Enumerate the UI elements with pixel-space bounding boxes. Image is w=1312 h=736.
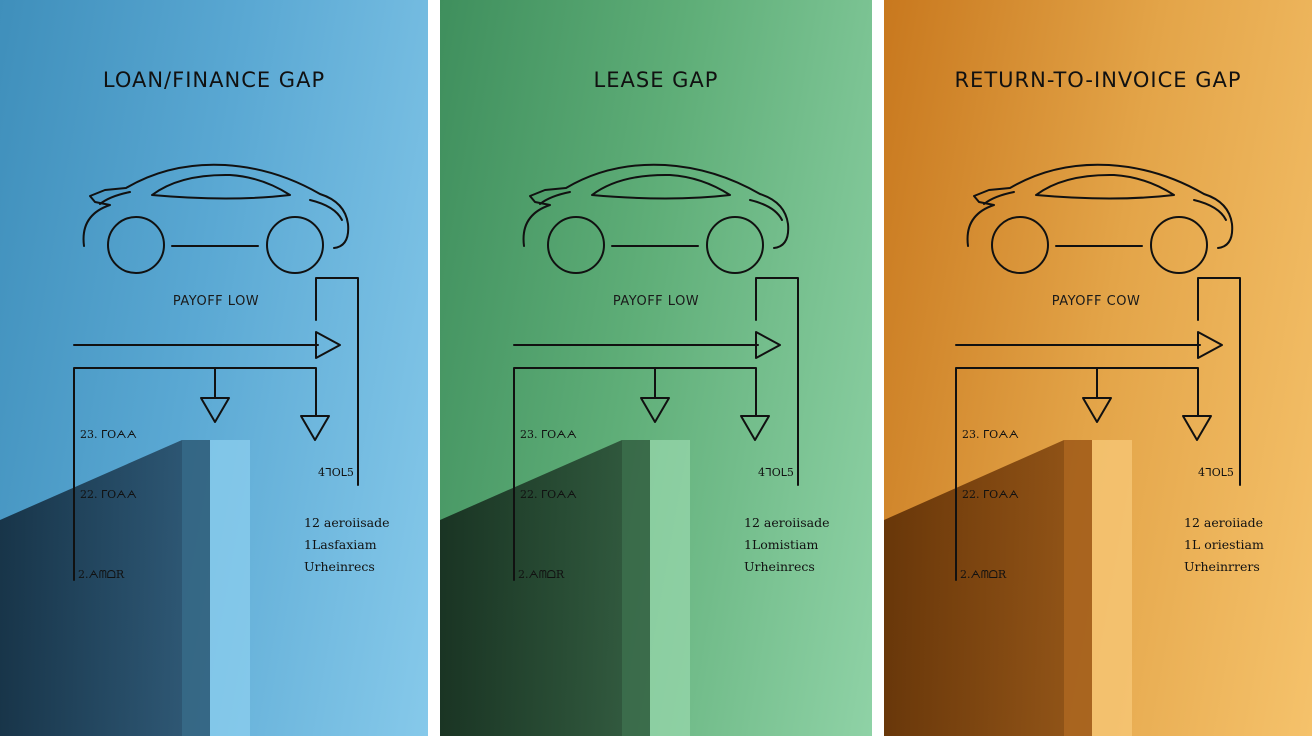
- panel-title: RETURN-TO-INVOICE GAP: [954, 68, 1242, 92]
- right-value: 4ᒣOᒪ5: [758, 466, 794, 479]
- note-line: Urheinrrers: [1184, 559, 1260, 574]
- left-label-bottom: 2.ᗅᗰᗝR: [78, 568, 125, 581]
- left-label-bottom: 2.ᗅᗰᗝR: [518, 568, 565, 581]
- right-value: 4ᒣOᒪ5: [318, 466, 354, 479]
- panel-return-to-invoice-gap: RETURN-TO-INVOICE GAP PAYOFF: [884, 0, 1312, 736]
- gap-flow-lines: [955, 277, 1241, 581]
- car-outline-icon: [522, 163, 790, 274]
- panel-lease-gap: LEASE GAP PAYOFF LOW 23. ᒥ: [440, 0, 872, 736]
- payoff-label: PAYOFF LOW: [612, 294, 700, 309]
- payoff-label: PAYOFF LOW: [172, 294, 260, 309]
- note-line: Urheinrecs: [304, 559, 375, 574]
- note-line: 12 aeroiiade: [1184, 515, 1264, 530]
- gap-diagram: [73, 163, 359, 581]
- left-label-middle: 22. ᒥOᗅᗅ: [80, 488, 137, 501]
- notes-block: 12 aeroiisade 1Lomistiam Urheinrecs: [744, 512, 830, 578]
- note-line: 1Lomistiam: [744, 537, 819, 552]
- car-outline-icon: [966, 163, 1234, 274]
- note-line: Urheinrecs: [744, 559, 815, 574]
- panel-title: LOAN/FINANCE GAP: [102, 68, 326, 92]
- panel-title: LEASE GAP: [593, 68, 719, 92]
- left-label-top: 23. ᒥOᗅᗅ: [80, 428, 137, 441]
- panel-loan-finance-gap: LOAN/FINANCE GAP PAYOFF LOW: [0, 0, 428, 736]
- gap-flow-lines: [73, 277, 359, 581]
- left-label-middle: 22. ᒥOᗅᗅ: [520, 488, 577, 501]
- right-value: 4ᒣOᒪ5: [1198, 466, 1234, 479]
- car-outline-icon: [82, 163, 350, 274]
- note-line: 12 aeroiisade: [744, 515, 830, 530]
- note-line: 12 aeroiisade: [304, 515, 390, 530]
- gap-diagram: [513, 163, 799, 581]
- gap-flow-lines: [513, 277, 799, 581]
- left-label-middle: 22. ᒥOᗅᗅ: [962, 488, 1019, 501]
- left-label-top: 23. ᒥOᗅᗅ: [520, 428, 577, 441]
- left-label-bottom: 2.ᗅᗰᗝR: [960, 568, 1007, 581]
- note-line: 1Lasfaxiam: [304, 537, 377, 552]
- note-line: 1L oriestiam: [1184, 537, 1264, 552]
- left-label-top: 23. ᒥOᗅᗅ: [962, 428, 1019, 441]
- gap-diagram: [955, 163, 1241, 581]
- notes-block: 12 aeroiiade 1L oriestiam Urheinrrers: [1184, 512, 1264, 578]
- notes-block: 12 aeroiisade 1Lasfaxiam Urheinrecs: [304, 512, 390, 578]
- payoff-label: PAYOFF COW: [1051, 294, 1141, 309]
